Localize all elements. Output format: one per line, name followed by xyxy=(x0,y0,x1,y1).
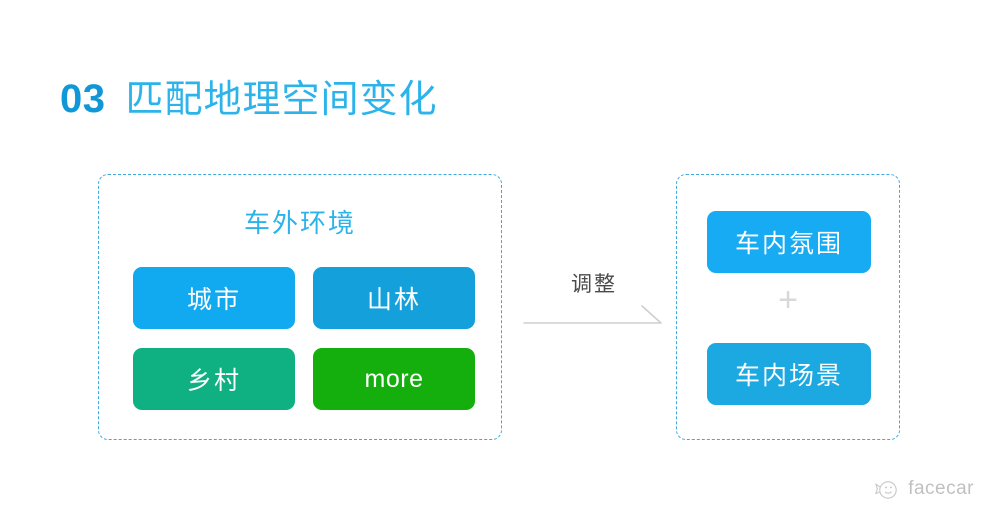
plus-separator-icon: + xyxy=(778,281,798,319)
card-interior-scene-label: 车内场景 xyxy=(734,362,843,390)
card-more[interactable]: more xyxy=(313,348,475,410)
interior-environment-panel: 车内氛围 + 车内场景 xyxy=(676,174,900,440)
connector-group: 调整 xyxy=(520,268,668,332)
card-village[interactable]: 乡村 xyxy=(133,348,295,410)
facecar-logo-icon xyxy=(875,481,897,499)
card-forest[interactable]: 山林 xyxy=(313,267,475,329)
page-title-number: 03 xyxy=(60,77,106,121)
exterior-panel-heading: 车外环境 xyxy=(243,208,356,238)
card-city-label: 城市 xyxy=(186,286,241,314)
card-interior-ambience[interactable]: 车内氛围 xyxy=(707,211,871,273)
card-city[interactable]: 城市 xyxy=(133,267,295,329)
page-title: 03 匹配地理空间变化 xyxy=(60,68,438,123)
card-more-label: more xyxy=(364,364,424,393)
card-village-label: 乡村 xyxy=(186,367,241,395)
arrow-right-icon xyxy=(523,305,662,324)
card-interior-ambience-label: 车内氛围 xyxy=(734,230,843,258)
page-title-text: 匹配地理空间变化 xyxy=(125,79,438,121)
exterior-environment-panel: 车外环境 城市 山林 乡村 more xyxy=(98,174,502,440)
card-interior-scene[interactable]: 车内场景 xyxy=(707,343,871,405)
card-forest-label: 山林 xyxy=(366,286,421,314)
watermark-text: facecar xyxy=(908,478,974,499)
connector-label: 调整 xyxy=(571,273,617,296)
watermark: facecar xyxy=(875,478,974,500)
